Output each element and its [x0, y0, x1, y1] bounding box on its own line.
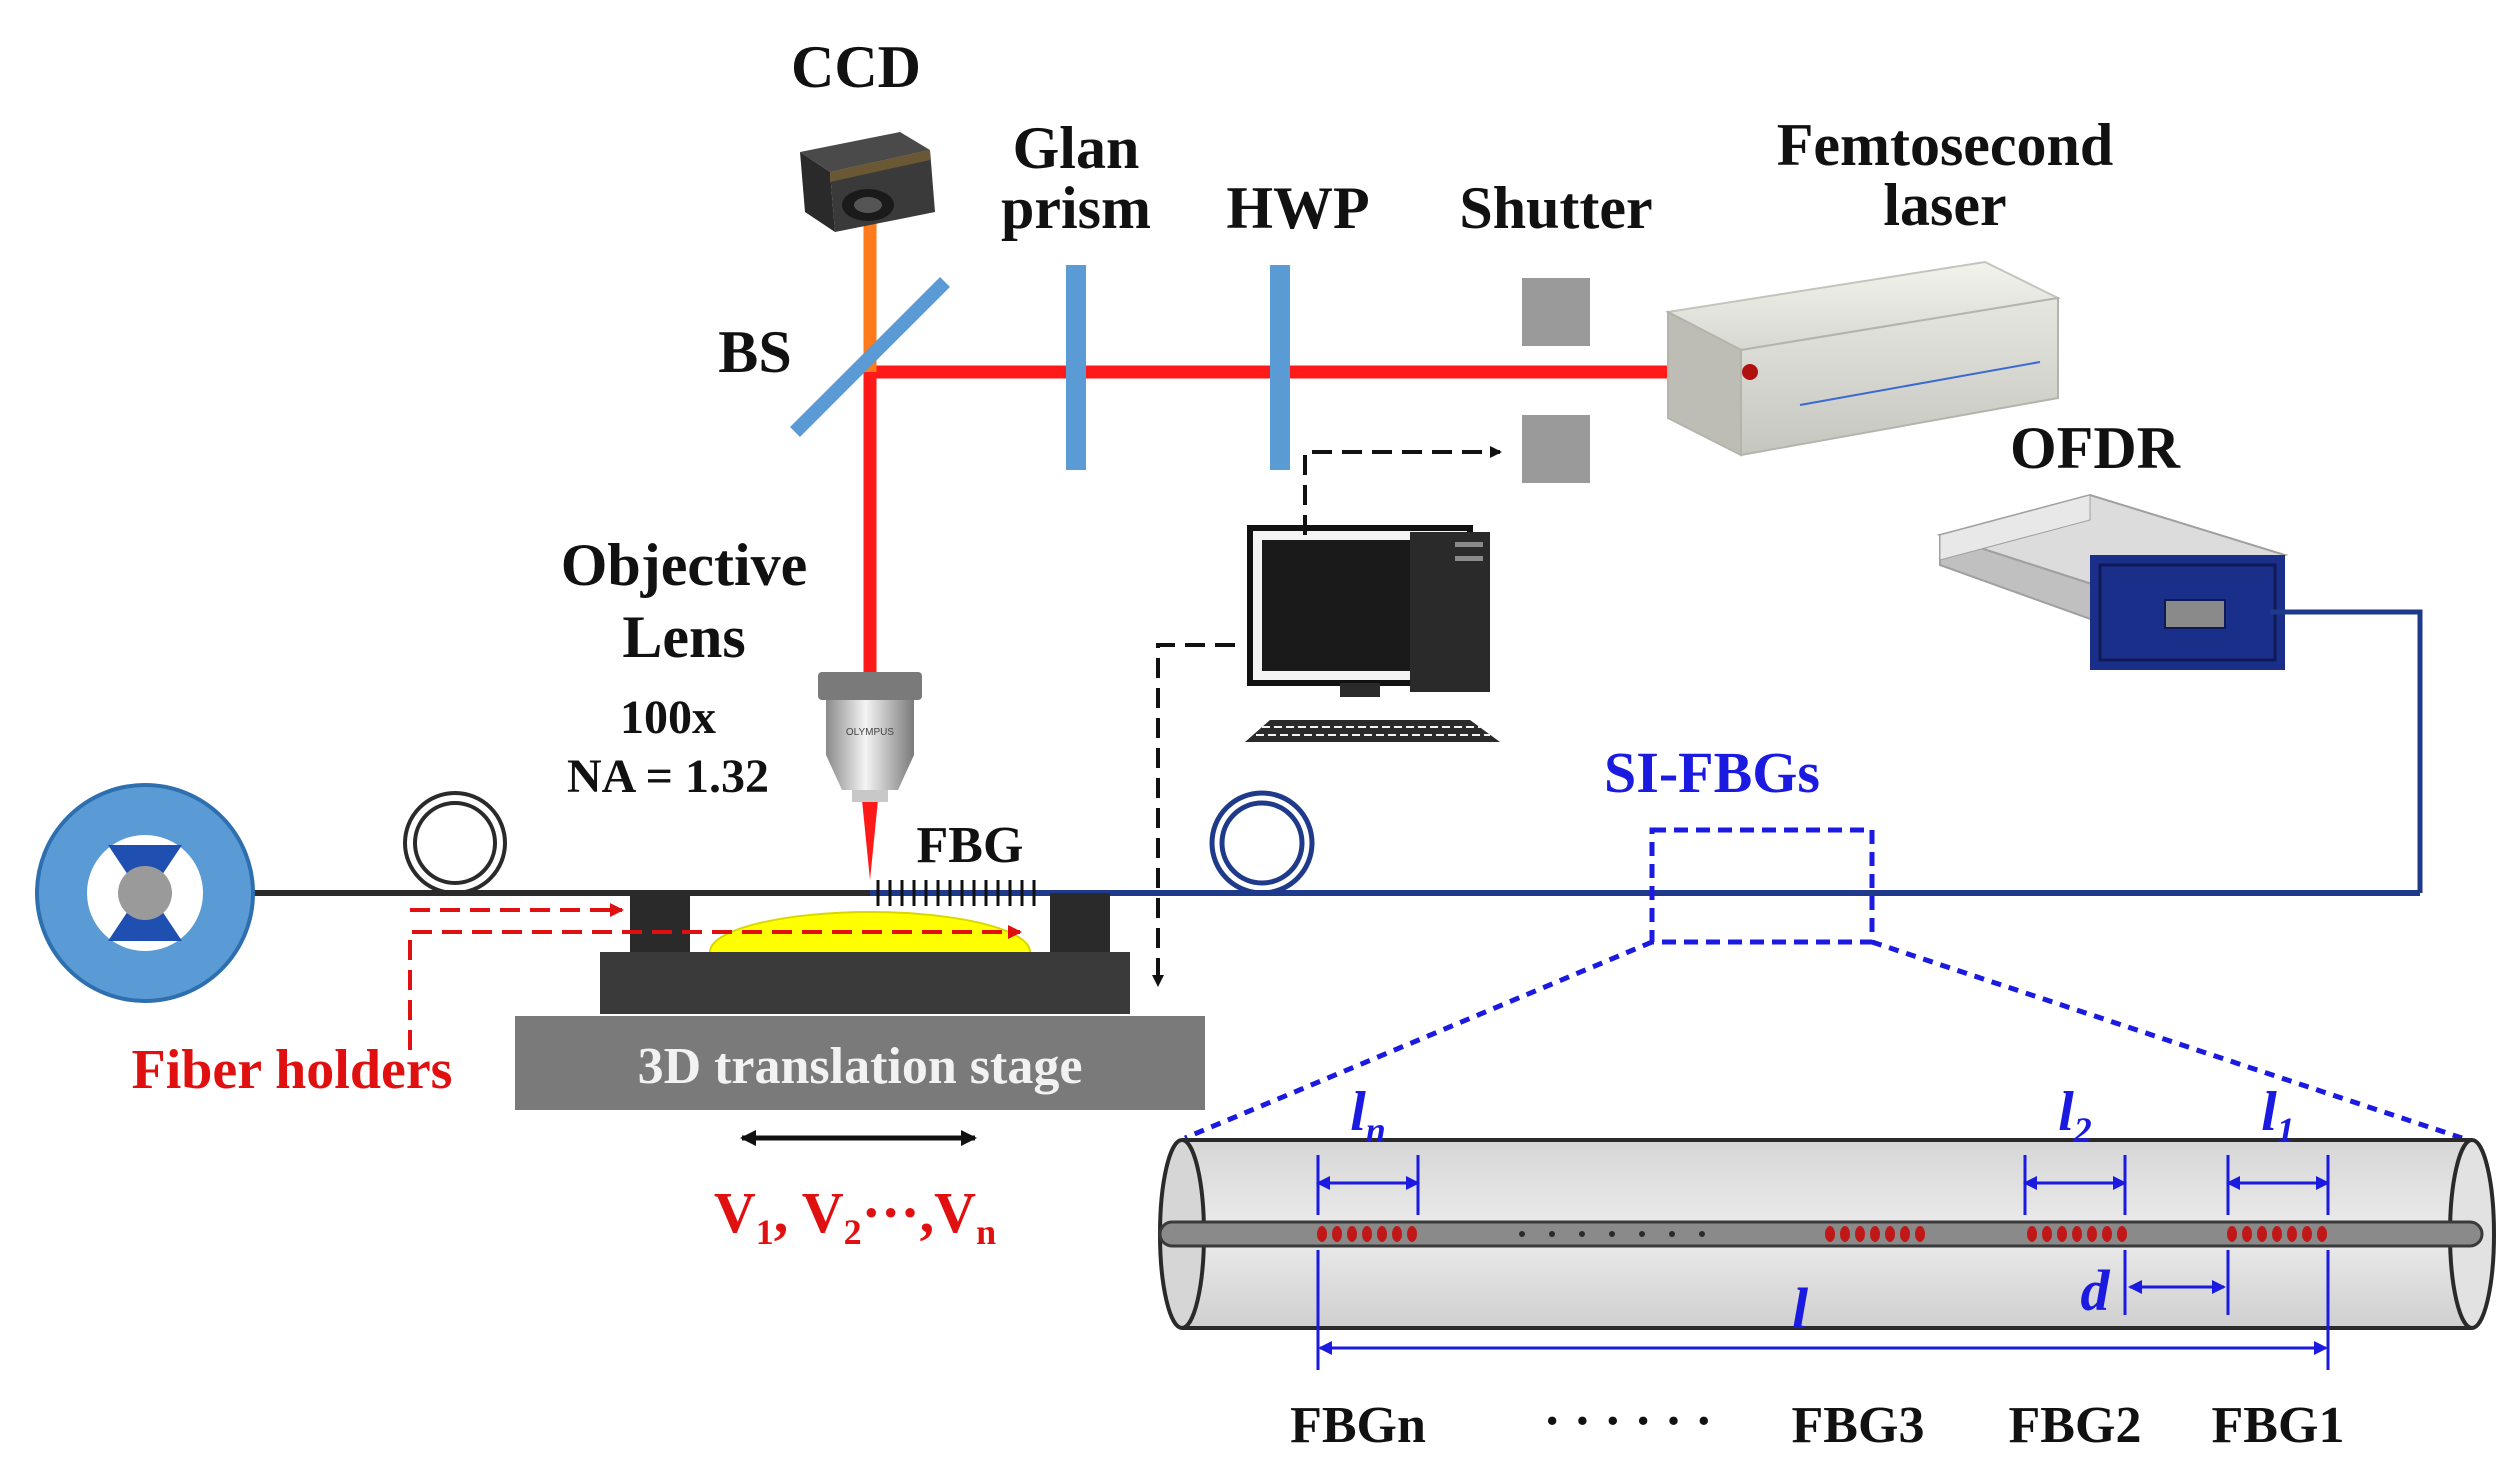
grating-fbg1: [2227, 1226, 2327, 1242]
si-fbgs-region: [1649, 827, 1875, 945]
zoom-line-left: [1184, 939, 1653, 1141]
control-line-shutter: [1303, 446, 1502, 535]
grating-fbg3: [1825, 1226, 1925, 1242]
magnification-label: 100x: [620, 691, 716, 744]
grating-gap-dots: [1519, 1231, 1705, 1237]
fbg-grating: [876, 880, 1036, 906]
na-label: NA = 1.32: [567, 750, 769, 803]
fiber-holders-label: Fiber holders: [132, 1039, 453, 1101]
fiber-holder-assembly: [600, 893, 1130, 1014]
femtosecond-laser-icon: [1664, 260, 2062, 457]
beam-splitter: [790, 277, 950, 437]
fbg-label: FBG: [917, 817, 1024, 874]
control-line-stage: [1152, 643, 1235, 987]
translation-stage: [515, 1016, 1205, 1110]
glan-prism: [1066, 265, 1086, 470]
fbg-ellipsis: · · · · · ·: [1543, 1393, 1712, 1450]
si-fbgs-label: SI-FBGs: [1604, 740, 1820, 805]
bs-label: BS: [718, 319, 791, 385]
l1-label: l1: [2261, 1081, 2295, 1150]
fbg1-label: FBG1: [2212, 1397, 2345, 1454]
femto-label-line2: laser: [1883, 172, 2006, 238]
hwp-label: HWP: [1226, 175, 1369, 241]
fbg2-label: FBG2: [2009, 1397, 2142, 1454]
glan-label-line1: Glan: [1013, 115, 1140, 181]
fiber-loop-icon: [403, 791, 507, 895]
fbgn-label: FBGn: [1290, 1397, 1426, 1454]
glan-label-line2: prism: [1001, 175, 1151, 241]
fiber-to-ofdr: [2270, 609, 2423, 893]
l2-label: l2: [2058, 1081, 2092, 1150]
velocity-label: V1, V2···,Vn: [714, 1180, 996, 1252]
computer-icon: [1245, 525, 1500, 742]
ccd-camera-icon: [800, 132, 935, 232]
ccd-label: CCD: [791, 34, 921, 100]
ofdr-device-icon: [1936, 493, 2289, 670]
focused-beam: [862, 800, 878, 880]
objective-lens-icon: OLYMPUS: [818, 672, 922, 802]
fiber-loop-icon: [1209, 790, 1315, 896]
zoom-line-right: [1871, 939, 2463, 1141]
fiber-spool-icon: [35, 783, 255, 1003]
shutter-icon: [1522, 278, 1590, 483]
femto-label-line1: Femtosecond: [1777, 112, 2114, 178]
objective-label-line2: Lens: [622, 604, 745, 670]
l-label: l: [1792, 1276, 1809, 1341]
dimension-lines: [1316, 1155, 2330, 1370]
ln-label: ln: [1350, 1081, 1386, 1150]
stage-label: 3D translation stage: [638, 1038, 1083, 1095]
holder-motion-arrows: [408, 903, 1022, 1050]
svg-text:OLYMPUS: OLYMPUS: [846, 727, 894, 738]
grating-fbg2: [2027, 1226, 2127, 1242]
ofdr-label: OFDR: [2010, 415, 2181, 481]
d-label: d: [2081, 1258, 2111, 1323]
objective-label-line1: Objective: [561, 532, 808, 598]
shutter-label: Shutter: [1459, 175, 1652, 241]
half-wave-plate: [1270, 265, 1290, 470]
grating-fbgn: [1317, 1226, 1417, 1242]
fbg3-label: FBG3: [1792, 1397, 1925, 1454]
